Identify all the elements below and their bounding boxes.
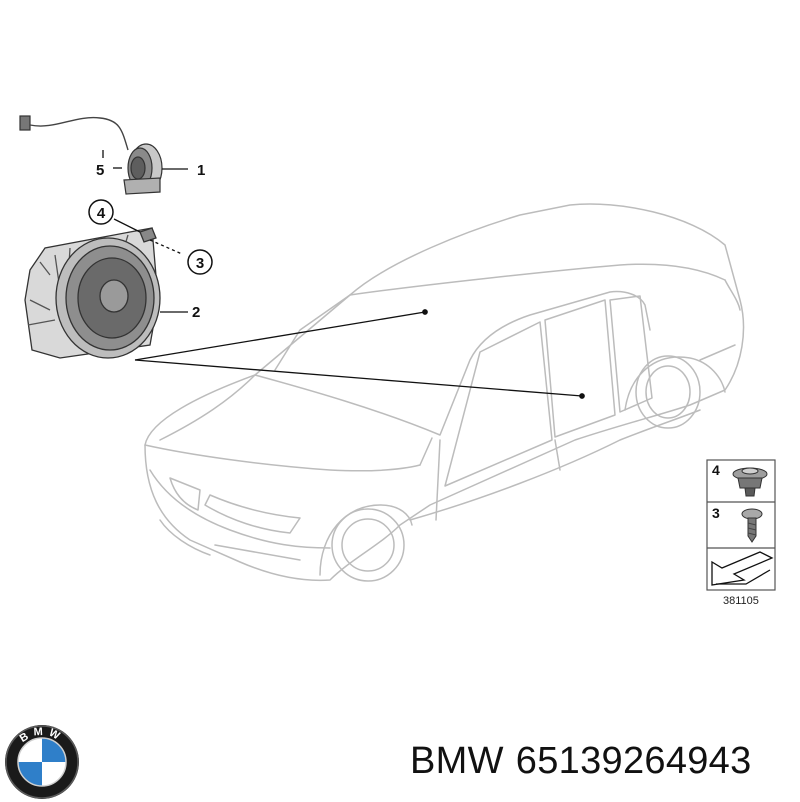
caption-brand: BMW [410, 740, 504, 782]
legend-number-4: 4 [712, 462, 720, 478]
clip-nut-icon [732, 467, 768, 497]
callout-3-circle: 3 [187, 249, 213, 275]
fastener-legend: 4 3 [706, 459, 776, 591]
drawing-code: 381105 [723, 595, 759, 607]
leader-lines [134, 309, 585, 399]
callout-1: 1 [197, 162, 205, 179]
callout-4: 4 [97, 205, 106, 222]
screw-icon [741, 508, 763, 543]
arrow-to-front-icon [711, 551, 774, 586]
bmw-logo: BMW [5, 725, 79, 799]
callout-3: 3 [196, 255, 204, 272]
caption-part-number: 65139264943 [515, 740, 752, 782]
callout-4-circle: 4 [88, 199, 114, 225]
parts-diagram: 1 2 3 4 5 4 3 [19, 115, 776, 607]
callout-2: 2 [192, 304, 200, 321]
callout-5: 5 [96, 162, 104, 179]
midrange-speaker-icon [24, 227, 161, 359]
part-caption: BMW 65139264943 [410, 740, 752, 783]
sedan-outline-icon [144, 203, 745, 582]
callout-leaders [102, 150, 188, 313]
legend-number-3: 3 [712, 505, 720, 521]
tweeter-icon [19, 115, 163, 195]
